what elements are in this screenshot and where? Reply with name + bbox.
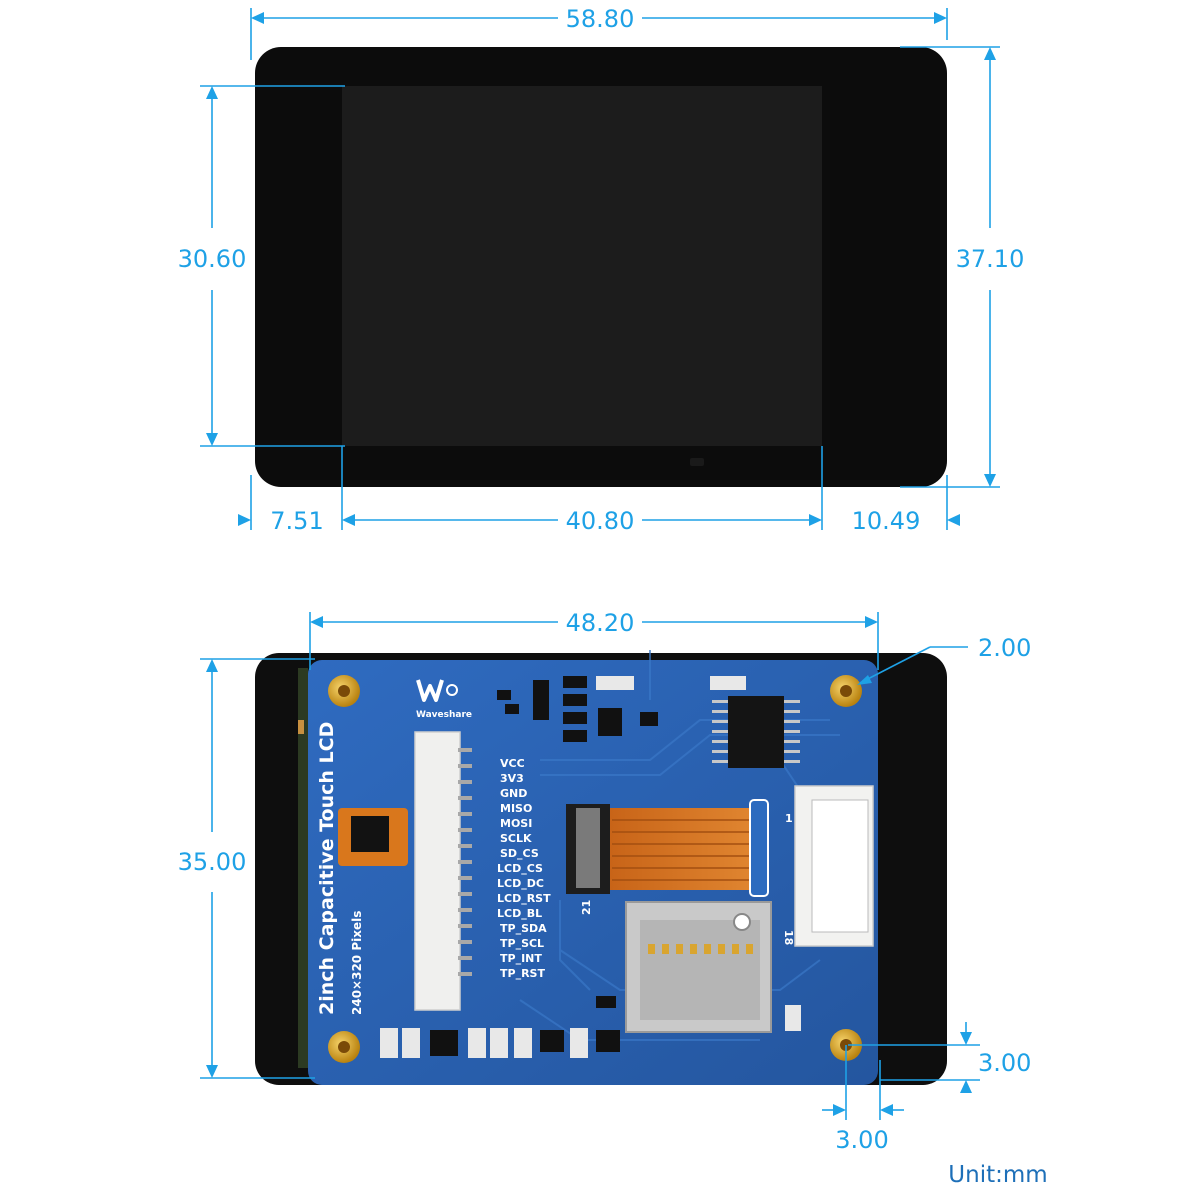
overall-width-label: 58.80 [566,5,635,33]
left-offset-label: 7.51 [270,507,323,535]
hole-inset-vertical-label: 3.00 [978,1049,1031,1077]
fpc-ribbon-lines [612,819,750,881]
pin-label: GND [500,787,527,800]
panel-edge-strip [298,668,308,1068]
pin-label: LCD_DC [497,877,544,890]
board-height-label: 35.00 [178,848,247,876]
pin-label: MOSI [500,817,532,830]
dim-board-width: 48.20 [309,609,879,670]
back-view: Waveshare 2inch Capacitive Touch LCD 240… [255,650,947,1085]
pin-label: LCD_CS [497,862,543,875]
dim-hole-inset-horizontal: 3.00 [822,1045,904,1154]
smd-components-top [497,676,746,742]
pin-header-pins [458,748,472,976]
connector-pin-last: 21 [580,900,593,915]
main-ic [728,696,784,768]
smd-components-bottom [380,996,801,1058]
pin-header-connector [414,731,461,1011]
right-offset-label: 10.49 [852,507,921,535]
fpc-pin-last: 18 [782,930,795,945]
front-sensor-window [690,458,704,466]
front-view [255,47,947,487]
pin-label: SD_CS [500,847,539,860]
pin-label: TP_RST [500,967,545,980]
mounting-hole-top-right [830,675,862,707]
unit-label: Unit:mm [948,1162,1047,1188]
hole-diameter-label: 2.00 [978,634,1031,662]
pin-label: LCD_BL [497,907,542,920]
pin-label: TP_SCL [500,937,544,950]
dim-overall-width: 58.80 [250,5,948,60]
fpc-ribbon [610,808,752,890]
resolution-label: 240×320 Pixels [350,911,364,1015]
dim-board-height: 35.00 [178,658,315,1079]
pin-label: TP_SDA [500,922,547,935]
dim-display-height: 30.60 [178,85,345,447]
display-height-label: 30.60 [178,245,247,273]
mounting-hole-top-left [328,675,360,707]
mounting-hole-bottom-left [328,1031,360,1063]
main-ic-leads [712,700,800,763]
pin-label: MISO [500,802,532,815]
display-area [342,86,822,446]
display-width-label: 40.80 [566,507,635,535]
hole-inset-horizontal-label: 3.00 [835,1126,888,1154]
pin-label: 3V3 [500,772,524,785]
dim-bottom-row: 7.51 40.80 10.49 [238,446,960,535]
overall-height-label: 37.10 [956,245,1025,273]
product-title: 2inch Capacitive Touch LCD [316,722,338,1015]
fpc-pin-first: 1 [785,812,793,825]
board-width-label: 48.20 [566,609,635,637]
dim-hole-diameter: 2.00 [857,634,1031,685]
pin-label-list: VCC 3V3 GND MISO MOSI SCLK SD_CS LCD_CS … [497,757,551,980]
pin-label: TP_INT [500,952,542,965]
waveshare-logo-icon [416,679,458,702]
dim-hole-inset-vertical: 3.00 [848,1022,1031,1093]
pin-label: SCLK [500,832,532,845]
pin-label: LCD_RST [497,892,551,905]
touch-ic-chip [351,816,389,852]
brand-label: Waveshare [416,710,472,720]
pin-label: VCC [500,757,525,770]
fpc-slot [749,799,769,897]
dim-overall-height: 37.10 [900,46,1025,488]
sd-card-contacts [648,944,753,954]
